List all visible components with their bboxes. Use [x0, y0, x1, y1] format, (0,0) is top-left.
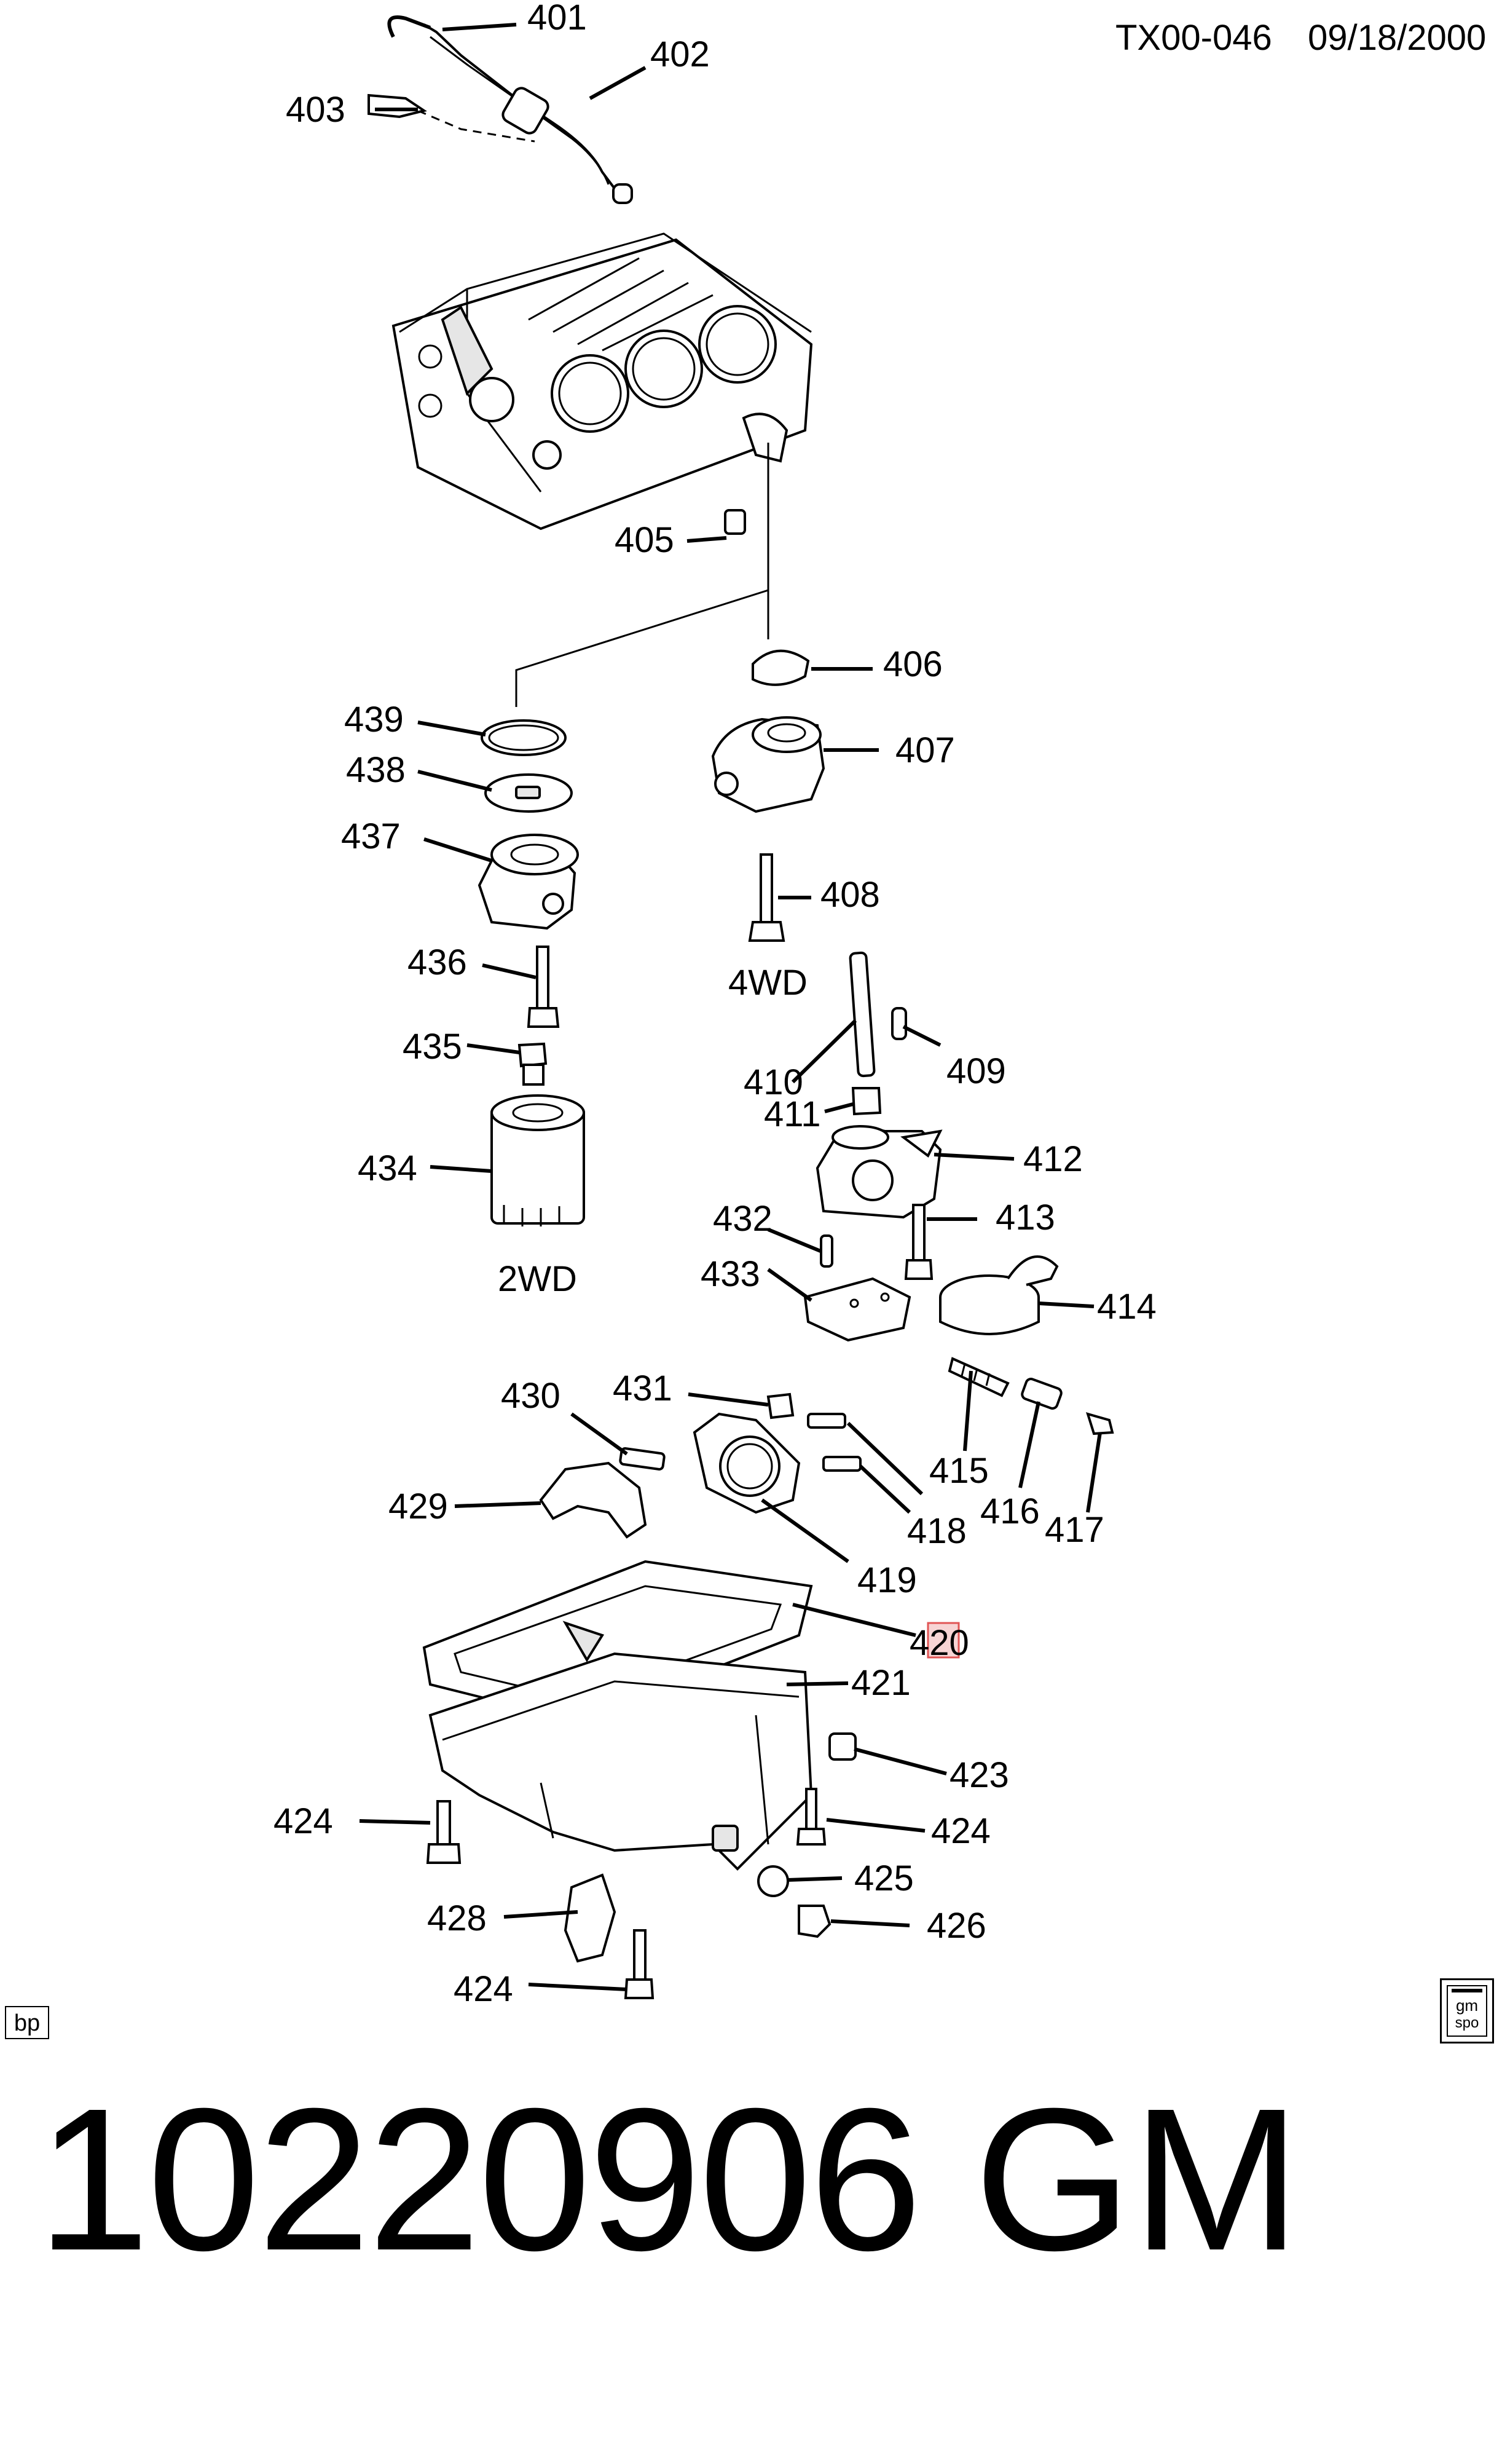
callout-405: 405 — [615, 520, 674, 560]
gm-spo-logo-spo: spo — [1455, 2015, 1479, 2031]
spring-415-illustration — [948, 1357, 1010, 1397]
callout-418: 418 — [907, 1511, 967, 1551]
callout-428: 428 — [427, 1898, 487, 1938]
bolts-418-illustration — [807, 1413, 862, 1472]
callout-414: 414 — [1097, 1287, 1157, 1327]
variant-4wd-label: 4WD — [728, 963, 808, 1003]
callout-435: 435 — [403, 1027, 462, 1067]
o-ring-439-illustration — [481, 719, 567, 756]
callout-424-right: 424 — [931, 1811, 991, 1851]
bolt-424-right-illustration — [796, 1788, 827, 1846]
diagram-date-text: 09/18/2000 — [1308, 18, 1487, 58]
callout-413: 413 — [996, 1198, 1055, 1238]
pump-shaft-410-illustration — [849, 951, 876, 1078]
pin-409-illustration — [891, 1007, 907, 1040]
variant-2wd-label: 2WD — [498, 1259, 577, 1299]
callout-424-bottom: 424 — [454, 1969, 513, 2009]
bolt-424-left-illustration — [426, 1800, 462, 1864]
bolt-424-bottom-illustration — [624, 1929, 655, 1999]
oil-pan-gasket-420-illustration — [422, 1560, 813, 1723]
gm-spo-logo: gm spo — [1440, 1978, 1494, 2043]
callout-410: 410 — [744, 1062, 803, 1102]
drain-plug-426-illustration — [798, 1905, 832, 1938]
gasket-429-illustration — [539, 1461, 647, 1539]
gasket-438-illustration — [484, 773, 573, 813]
diagram-date: 09/18/2000 — [1308, 17, 1486, 58]
callout-436: 436 — [407, 942, 467, 982]
callout-412: 412 — [1023, 1139, 1083, 1179]
callout-403: 403 — [286, 90, 345, 130]
bolt-413-illustration — [904, 1204, 934, 1280]
callout-labels: 401 402 403 405 406 407 408 409 410 411 … — [273, 0, 1157, 2009]
diagram-code-text: TX00-046 — [1115, 18, 1272, 58]
bolt-431-illustration — [766, 1392, 795, 1420]
callout-433: 433 — [701, 1254, 760, 1294]
callout-415: 415 — [929, 1451, 989, 1491]
callout-419: 419 — [857, 1560, 917, 1600]
bracket-428-illustration — [564, 1873, 616, 1963]
callout-434: 434 — [358, 1148, 417, 1188]
callout-417: 417 — [1045, 1510, 1104, 1550]
oil-filter-434-illustration — [490, 1094, 585, 1226]
callout-430: 430 — [501, 1376, 560, 1416]
callout-431: 431 — [613, 1368, 672, 1408]
callout-432: 432 — [713, 1199, 773, 1239]
retainer-411-illustration — [851, 1087, 882, 1116]
pin-432-illustration — [820, 1234, 833, 1268]
plug-423-illustration — [828, 1732, 857, 1761]
oil-pan-421-illustration — [428, 1621, 813, 1871]
bolt-408-illustration — [748, 853, 785, 942]
leader-lines — [359, 23, 1102, 1991]
part-number: 10220906 — [37, 2066, 922, 2292]
plug-417-illustration — [1085, 1412, 1114, 1435]
pump-cover-433-illustration — [803, 1277, 911, 1342]
oil-filter-adapter-437-illustration — [478, 834, 579, 930]
plug-405-illustration — [724, 509, 746, 535]
seal-430-illustration — [619, 1447, 666, 1471]
fitting-435-illustration — [517, 1042, 548, 1086]
pump-screen-414-illustration — [939, 1255, 1059, 1335]
callout-402: 402 — [650, 34, 710, 74]
adapter-gasket-406-illustration — [752, 649, 810, 686]
oil-pump-412-illustration — [816, 1125, 943, 1219]
callout-425: 425 — [854, 1858, 914, 1898]
callout-437: 437 — [341, 816, 401, 856]
callout-438: 438 — [346, 750, 406, 790]
gm-spo-logo-bar — [1452, 1989, 1482, 1992]
gm-spo-logo-frame: gm spo — [1447, 1985, 1487, 2037]
rear-seal-retainer-419-illustration — [693, 1412, 801, 1514]
engine-block-illustration — [391, 232, 813, 531]
dipstick-tube-illustration — [368, 15, 633, 204]
callout-420: 420 — [910, 1623, 969, 1663]
callout-406: 406 — [883, 644, 943, 684]
bp-tag: bp — [5, 2006, 49, 2039]
brand-name: GM — [974, 2066, 1301, 2292]
callout-421: 421 — [851, 1663, 911, 1703]
callout-439: 439 — [344, 700, 404, 740]
callout-424-left: 424 — [273, 1801, 333, 1841]
callout-416: 416 — [980, 1491, 1040, 1531]
callout-411: 411 — [764, 1094, 820, 1134]
callout-426: 426 — [927, 1906, 986, 1946]
callout-429: 429 — [388, 1487, 448, 1526]
callout-408: 408 — [820, 875, 880, 915]
callout-423: 423 — [950, 1755, 1009, 1795]
callout-409: 409 — [946, 1051, 1006, 1091]
bolt-436-illustration — [527, 946, 560, 1028]
gm-spo-logo-gm: gm — [1455, 1996, 1479, 2015]
washer-425-illustration — [757, 1865, 789, 1897]
valve-416-illustration — [1021, 1378, 1063, 1410]
leader-branch-left — [515, 443, 769, 707]
diagram-code: TX00-046 — [1115, 17, 1272, 58]
callout-420-highlight — [927, 1622, 960, 1659]
oil-filter-adapter-407-illustration — [711, 716, 825, 813]
callout-407: 407 — [895, 730, 955, 770]
callout-401: 401 — [527, 0, 587, 38]
